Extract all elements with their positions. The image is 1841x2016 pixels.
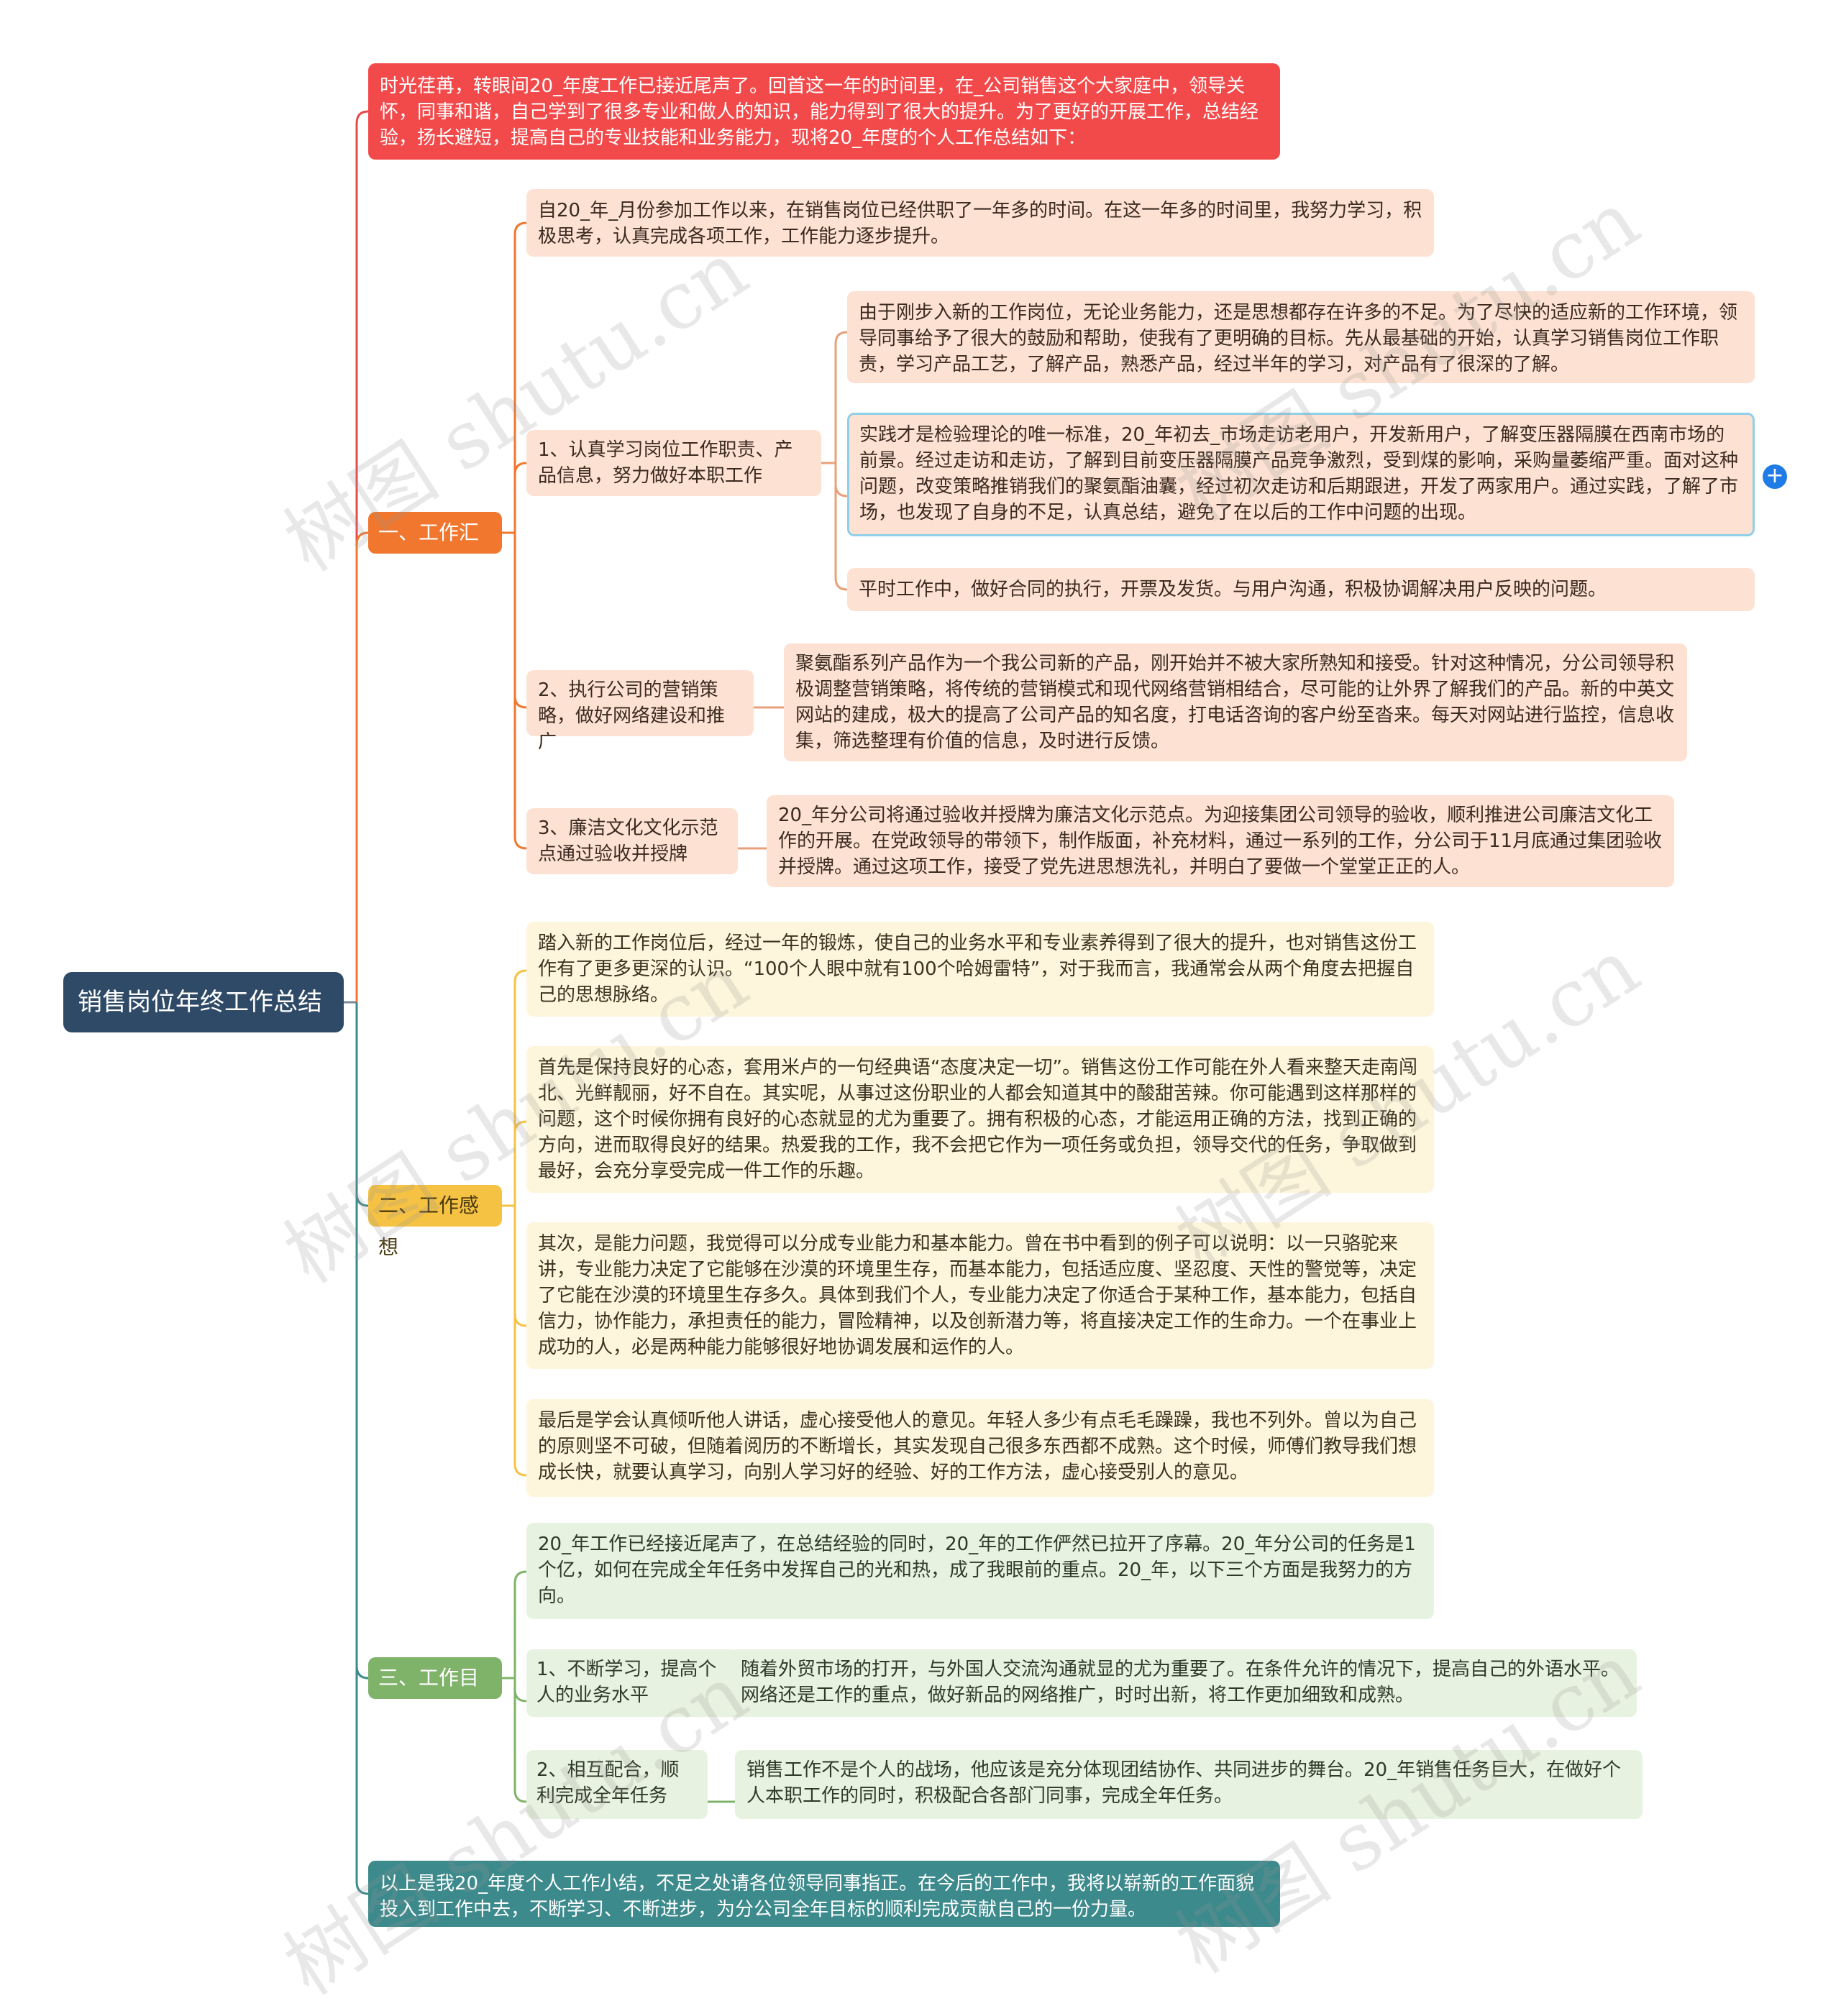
intro-node[interactable]: 时光荏苒，转眼间20_年度工作已接近尾声了。回首这一年的时间里，在_公司销售这个… (368, 63, 1280, 160)
work-report-item-1[interactable]: 1、认真学习岗位工作职责、产品信息，努力做好本职工作 (526, 430, 821, 496)
section-work-reflections[interactable]: 二、工作感想 (368, 1185, 502, 1259)
work-report-item-3[interactable]: 3、廉洁文化文化示范点通过验收并授牌 (526, 808, 738, 874)
goals-item-1[interactable]: 1、不断学习，提高个人的业务水平 (526, 1649, 738, 1717)
reflection-attitude[interactable]: 首先是保持良好的心态，套用米卢的一句经典语“态度决定一切”。销售这份工作可能在外… (526, 1046, 1434, 1193)
section-work-goals[interactable]: 三、工作目标 (368, 1657, 502, 1731)
goals-item-2[interactable]: 2、相互配合，顺利完成全年任务 (526, 1750, 708, 1819)
section-work-report[interactable]: 一、工作汇报 (368, 512, 502, 586)
outro-node[interactable]: 以上是我20_年度个人工作小结，不足之处请各位领导同事指正。在今后的工作中，我将… (368, 1861, 1280, 1927)
reflection-listening[interactable]: 最后是学会认真倾听他人讲话，虚心接受他人的意见。年轻人多少有点毛毛躁躁，我也不列… (526, 1399, 1434, 1497)
root-topic[interactable]: 销售岗位年终工作总结 (63, 972, 344, 1032)
reflection-ability[interactable]: 其次，是能力问题，我觉得可以分成专业能力和基本能力。曾在书中看到的例子可以说明：… (526, 1222, 1434, 1369)
work-report-item-2[interactable]: 2、执行公司的营销策略，做好网络建设和推广 (526, 670, 754, 753)
goals-item-2-detail[interactable]: 销售工作不是个人的战场，他应该是充分体现团结协作、共同进步的舞台。20_年销售任… (735, 1750, 1643, 1819)
plus-circle-icon[interactable]: + (1763, 464, 1787, 489)
work-report-item-3-detail[interactable]: 20_年分公司将通过验收并授牌为廉洁文化示范点。为迎接集团公司领导的验收，顺利推… (767, 795, 1674, 887)
work-report-item-1-detail-2[interactable]: 实践才是检验理论的唯一标准，20_年初去_市场走访老用户，开发新用户，了解变压器… (847, 413, 1755, 536)
work-report-overview[interactable]: 自20_年_月份参加工作以来，在销售岗位已经供职了一年多的时间。在这一年多的时间… (526, 189, 1434, 257)
work-report-item-2-detail[interactable]: 聚氨酯系列产品作为一个我公司新的产品，刚开始并不被大家所熟知和接受。针对这种情况… (784, 643, 1687, 761)
goals-item-1-detail[interactable]: 随着外贸市场的打开，与外国人交流沟通就显的尤为重要了。在条件允许的情况下，提高自… (729, 1649, 1637, 1717)
work-report-item-1-detail-3[interactable]: 平时工作中，做好合同的执行，开票及发货。与用户沟通，积极协调解决用户反映的问题。 (847, 568, 1755, 611)
goals-overview[interactable]: 20_年工作已经接近尾声了，在总结经验的同时，20_年的工作俨然已拉开了序幕。2… (526, 1523, 1434, 1619)
reflection-intro[interactable]: 踏入新的工作岗位后，经过一年的锻炼，使自己的业务水平和专业素养得到了很大的提升，… (526, 922, 1434, 1017)
work-report-item-1-detail-1[interactable]: 由于刚步入新的工作岗位，无论业务能力，还是思想都存在许多的不足。为了尽快的适应新… (847, 291, 1755, 383)
